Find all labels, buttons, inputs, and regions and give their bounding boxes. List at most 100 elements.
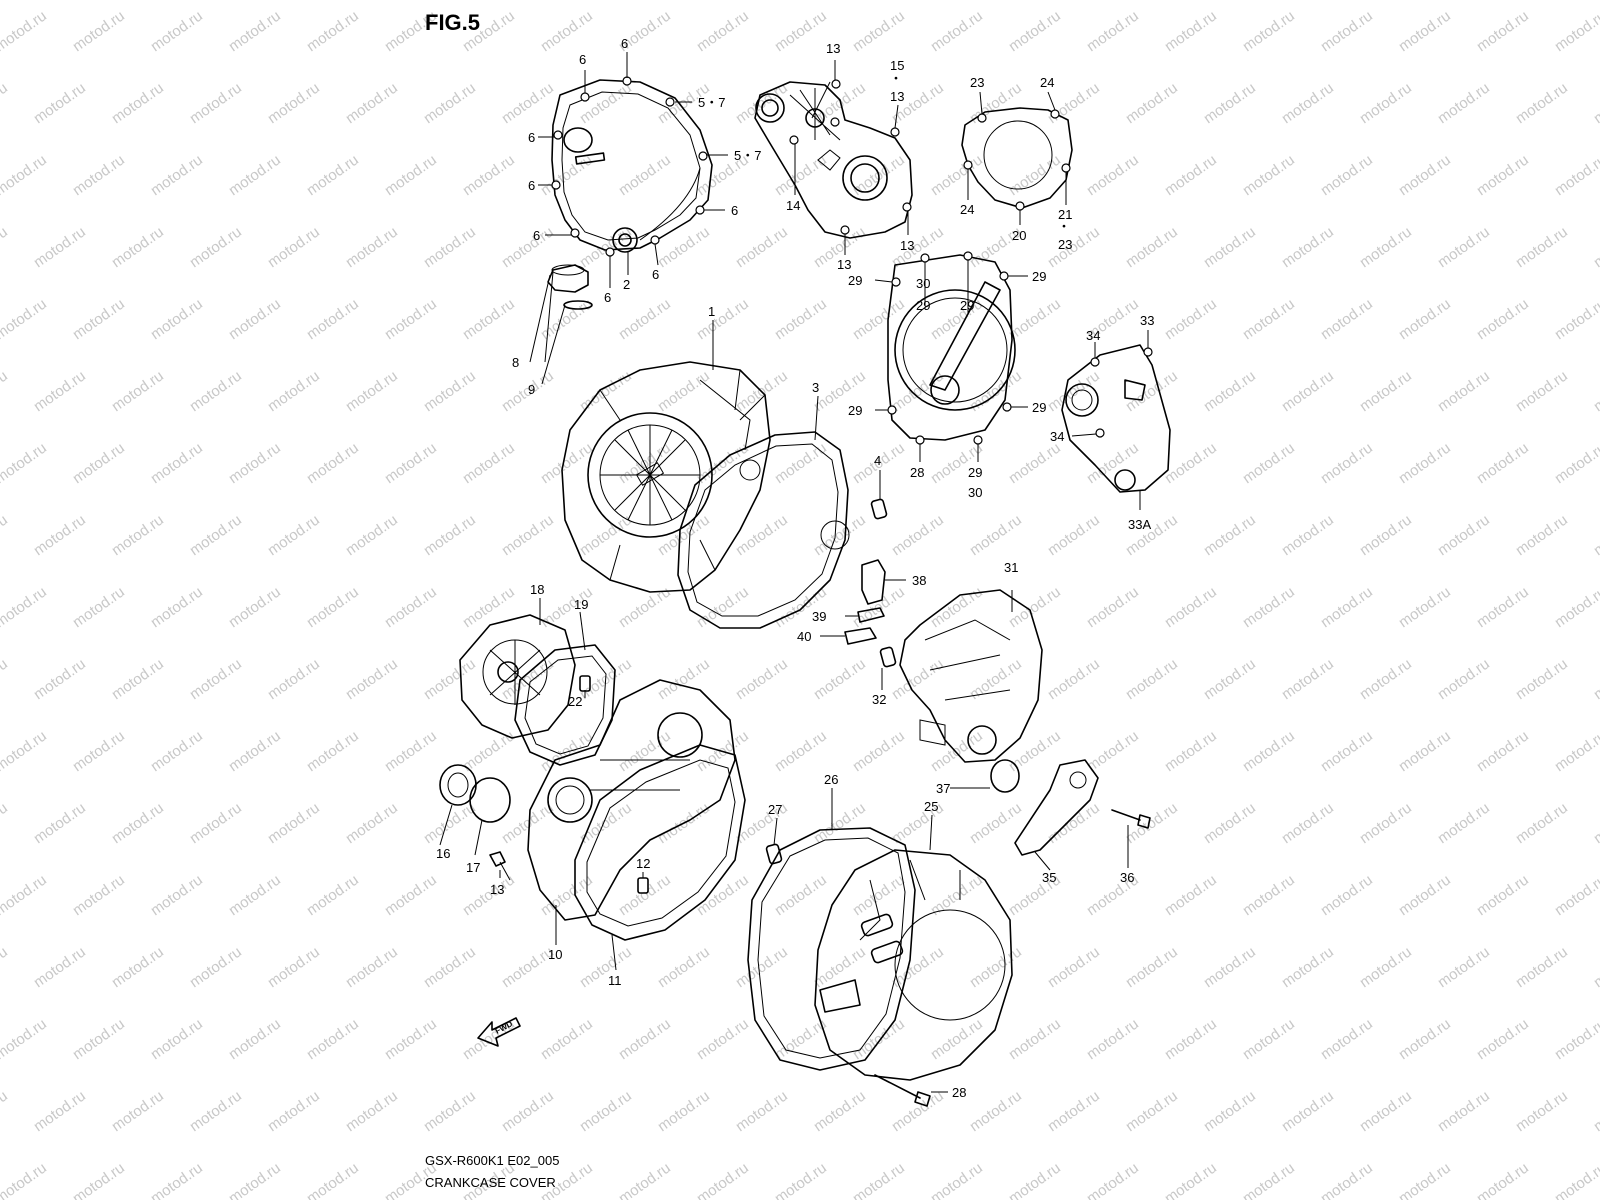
watermark-text: motod.ru [70,871,128,919]
watermark-text: motod.ru [31,367,89,415]
watermark-text: motod.ru [850,871,908,919]
watermark-text: motod.ru [1123,655,1181,703]
watermark-text: motod.ru [538,151,596,199]
callout-label: 30 [916,276,930,291]
watermark-text: motod.ru [109,943,167,991]
callout-label: 10 [548,947,562,962]
watermark-text: motod.ru [187,367,245,415]
watermark-text: motod.ru [577,367,635,415]
watermark-text: motod.ru [499,1087,557,1135]
callout-label: 4 [874,453,881,468]
callout-label: 34 [1050,429,1064,444]
callout-label: 18 [530,582,544,597]
watermark-text: motod.ru [1591,799,1600,847]
watermark-text: motod.ru [0,79,11,127]
watermark-text: motod.ru [967,943,1025,991]
watermark-text: motod.ru [1357,655,1415,703]
callout-label: 13 [837,257,851,272]
watermark-text: motod.ru [1435,943,1493,991]
watermark-text: motod.ru [109,79,167,127]
watermark-text: motod.ru [1279,223,1337,271]
watermark-text: motod.ru [1435,799,1493,847]
watermark-text: motod.ru [0,439,50,487]
watermark-text: motod.ru [1318,439,1376,487]
watermark-text: motod.ru [499,511,557,559]
watermark-text: motod.ru [265,943,323,991]
watermark-text: motod.ru [1045,655,1103,703]
callout-label: 24 [1040,75,1054,90]
watermark-text: motod.ru [31,655,89,703]
watermark-text: motod.ru [70,1159,128,1200]
callout-label: 27 [768,802,782,817]
cover-33 [1061,344,1171,493]
callout-label: 6 [579,52,586,67]
watermark-text: motod.ru [1396,7,1454,55]
watermark-text: motod.ru [811,1087,869,1135]
watermark-text: motod.ru [187,223,245,271]
callout-label: 19 [574,597,588,612]
watermark-text: motod.ru [733,223,791,271]
watermark-text: motod.ru [967,367,1025,415]
watermark-text: motod.ru [772,727,830,775]
watermark-text: motod.ru [304,871,362,919]
watermark-text: motod.ru [1474,871,1532,919]
watermark-text: motod.ru [1474,295,1532,343]
callout-label: 29 [960,298,974,313]
watermark-text: motod.ru [1279,511,1337,559]
callout-label: 29 [848,273,862,288]
watermark-text: motod.ru [1474,1159,1532,1200]
watermark-text: motod.ru [1123,367,1181,415]
watermark-text: motod.ru [343,1087,401,1135]
watermark-text: motod.ru [304,1159,362,1200]
watermark-text: motod.ru [1591,511,1600,559]
watermark-text: motod.ru [616,1015,674,1063]
model-code: GSX-R600K1 E02_005 [425,1153,559,1168]
watermark-text: motod.ru [226,295,284,343]
watermark-text: motod.ru [1240,439,1298,487]
watermark-text: motod.ru [1474,727,1532,775]
watermark-text: motod.ru [577,943,635,991]
watermark-text: motod.ru [1357,79,1415,127]
callout-label: 33A [1128,517,1151,532]
callout-label: 16 [436,846,450,861]
crankcase-cover-main [561,361,771,593]
callout-label: 25 [924,799,938,814]
watermark-text: motod.ru [772,1159,830,1200]
watermark-text: motod.ru [967,1087,1025,1135]
watermark-text: motod.ru [1474,151,1532,199]
watermark-text: motod.ru [772,439,830,487]
watermark-text: motod.ru [1318,295,1376,343]
watermark-text: motod.ru [31,943,89,991]
watermark-text: motod.ru [1318,151,1376,199]
diagram-caption: CRANKCASE COVER [425,1175,556,1190]
watermark-text: motod.ru [1513,511,1571,559]
leader-lines [439,52,1149,1093]
watermark-text: motod.ru [1591,367,1600,415]
watermark-text: motod.ru [850,1015,908,1063]
bolt-13-small [489,851,511,881]
watermark-text: motod.ru [1045,511,1103,559]
watermark-text: motod.ru [1162,727,1220,775]
callout-label: 6 [652,267,659,282]
watermark-text: motod.ru [1357,511,1415,559]
watermark-text: motod.ru [0,1087,11,1135]
watermark-text: motod.ru [421,1087,479,1135]
watermark-text: motod.ru [1318,1015,1376,1063]
watermark-text: motod.ru [187,943,245,991]
watermark-text: motod.ru [1591,943,1600,991]
watermark-text: motod.ru [655,367,713,415]
watermark-text: motod.ru [31,79,89,127]
watermark-text: motod.ru [226,1015,284,1063]
watermark-text: motod.ru [343,79,401,127]
callout-label: 6 [604,290,611,305]
watermark-text: motod.ru [1006,727,1064,775]
watermark-text: motod.ru [265,79,323,127]
watermark-text: motod.ru [1318,7,1376,55]
watermark-text: motod.ru [382,871,440,919]
watermark-text: motod.ru [928,7,986,55]
callout-label: 12 [636,856,650,871]
watermark-text: motod.ru [616,151,674,199]
watermark-text: motod.ru [148,1015,206,1063]
watermark-text: motod.ru [421,79,479,127]
